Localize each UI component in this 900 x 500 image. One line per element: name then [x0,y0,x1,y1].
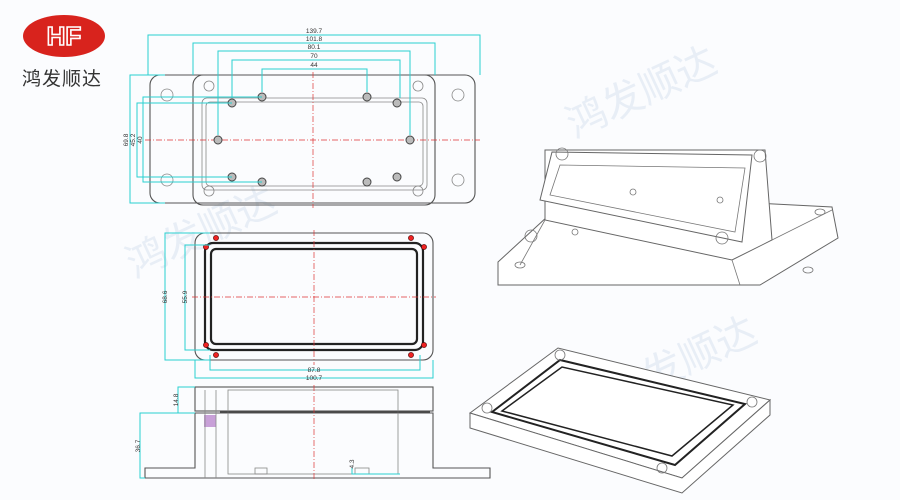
dim-hole-width-a: 45.2 [130,133,137,146]
inner-wall [201,97,428,191]
mounting-holes [160,80,465,197]
dim-lid-inner-height: 55.9 [182,290,189,303]
dim-lid-hole-span: 87.8 [308,367,321,374]
dim-boss-height: 4.3 [349,459,356,468]
dim-hole-span-b: 70 [310,53,318,60]
side-view: 14.8 36.7 4.3 [135,385,491,480]
brand-name: 鸿发顺达 [22,68,103,90]
svg-text:HF: HF [47,21,82,51]
top-view: 139.7 101.8 80.1 70 44 69.8 45.2 40 [123,28,481,208]
dim-hole-width-b: 40 [137,136,144,144]
lid-view: 68.6 55.9 87.8 100.7 [162,230,436,382]
dim-lid-height-side: 14.8 [173,393,180,406]
isometric-box [497,147,839,286]
dim-lid-length: 100.7 [306,375,323,382]
screw-bosses [213,92,415,187]
brand-logo: HF [23,15,105,57]
dim-overall-length: 139.7 [306,28,323,35]
dim-hole-span-a: 80.1 [308,44,321,51]
dim-body-length: 101.8 [306,36,323,43]
dim-hole-span-c: 44 [310,62,318,69]
dim-lid-height: 68.6 [162,290,169,303]
isometric-lid [468,347,772,494]
dim-overall-width: 69.8 [123,133,130,146]
lid-screw-holes [203,235,427,358]
dim-base-height: 36.7 [135,439,142,452]
flange-outline [149,74,476,204]
